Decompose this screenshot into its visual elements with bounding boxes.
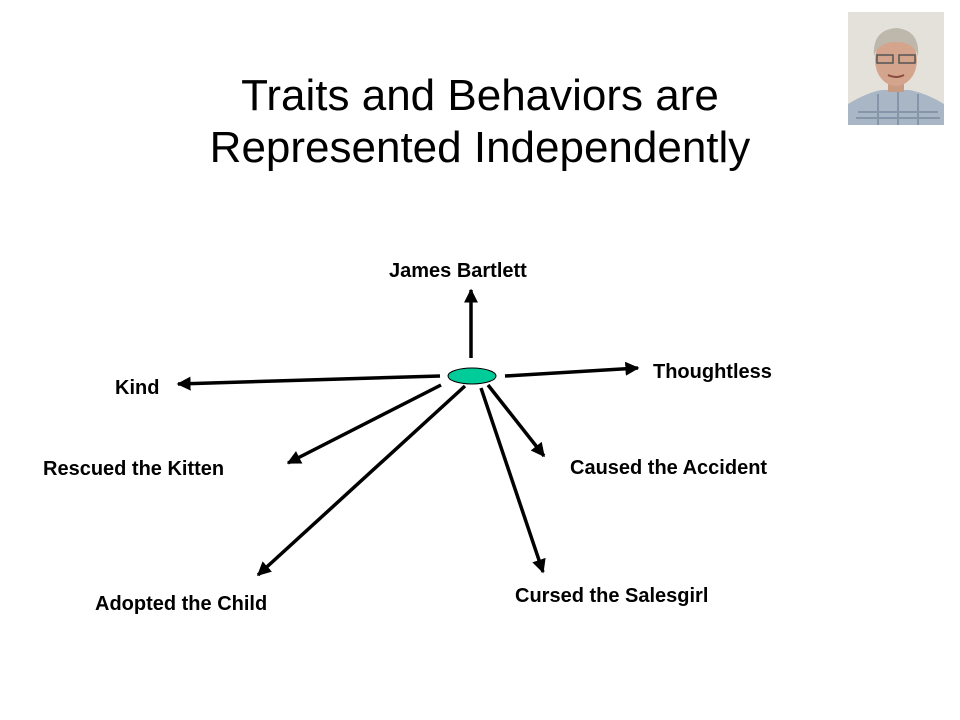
arrow-to-adopted [256, 384, 467, 577]
title-line-1: Traits and Behaviors are [241, 71, 719, 120]
center-node [447, 367, 497, 385]
node-thoughtless: Thoughtless [653, 361, 772, 383]
arrow-to-rescued [286, 383, 442, 465]
node-cursed-the-salesgirl: Cursed the Salesgirl [515, 585, 709, 607]
arrow-to-kind [176, 374, 441, 391]
slide-title: Traits and Behaviors are Represented Ind… [130, 70, 830, 174]
node-rescued-the-kitten: Rescued the Kitten [43, 458, 225, 480]
node-kind: Kind [115, 377, 160, 399]
arrow-to-thoughtless [504, 361, 640, 378]
arrow-to-cursed [479, 387, 546, 574]
arrow-to-caused [486, 383, 546, 458]
node-adopted-the-child: Adopted the Child [95, 593, 268, 615]
presenter-photo [848, 12, 944, 125]
node-caused-the-accident: Caused the Accident [570, 457, 768, 479]
title-line-2: Represented Independently [209, 123, 751, 172]
node-james-bartlett: James Bartlett [389, 260, 527, 282]
